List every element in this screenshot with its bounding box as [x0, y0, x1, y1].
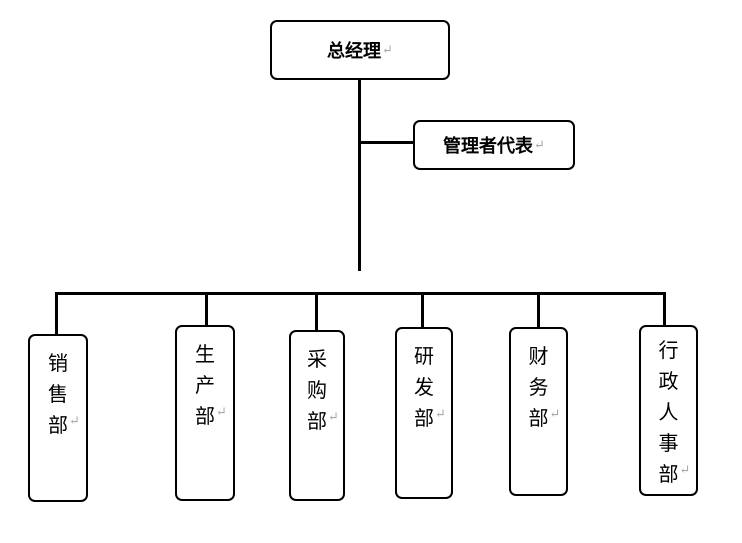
department-char: 部 [48, 413, 68, 437]
department-box-admin-hr: 行 政 人 事 部↵ [639, 325, 698, 496]
department-char: 政 [658, 369, 679, 393]
department-box-purchasing: 采 购 部↵ [289, 330, 345, 501]
department-char: 研 [414, 344, 434, 368]
rep-connector-line [361, 141, 413, 144]
department-char: 售 [48, 382, 68, 406]
paragraph-mark-icon: ↵ [328, 410, 339, 425]
department-box-sales: 销 售 部↵ [28, 334, 88, 502]
department-char: 购 [307, 378, 327, 402]
paragraph-mark-icon: ↵ [69, 414, 80, 429]
drop-line-rnd [421, 295, 424, 327]
department-char: 部 [658, 462, 679, 486]
paragraph-mark-icon: ↵ [534, 137, 545, 153]
department-char: 采 [307, 347, 327, 371]
department-char: 部 [414, 406, 434, 430]
department-char: 财 [528, 344, 549, 368]
department-char: 部 [307, 409, 327, 433]
drop-line-admin-hr [663, 292, 666, 325]
drop-line-sales [55, 292, 58, 334]
drop-line-finance [537, 295, 540, 327]
drop-line-purchasing [315, 295, 318, 330]
general-manager-box: 总经理↵ [270, 20, 450, 80]
department-bus-line [55, 292, 666, 295]
paragraph-mark-icon: ↵ [679, 463, 691, 478]
department-box-rnd: 研 发 部↵ [395, 327, 453, 499]
department-char: 生 [195, 342, 215, 366]
department-char: 人 [658, 400, 679, 424]
paragraph-mark-icon: ↵ [549, 407, 561, 422]
management-representative-box: 管理者代表↵ [413, 120, 575, 170]
paragraph-mark-icon: ↵ [435, 407, 446, 422]
department-char: 销 [48, 351, 68, 375]
department-char: 行 [658, 338, 679, 362]
paragraph-mark-icon: ↵ [382, 42, 393, 58]
trunk-line [358, 80, 361, 271]
department-char: 务 [528, 375, 549, 399]
paragraph-mark-icon: ↵ [216, 405, 227, 420]
drop-line-production [205, 295, 208, 325]
department-box-finance: 财 务 部↵ [509, 327, 568, 496]
department-char: 产 [195, 373, 215, 397]
department-box-production: 生 产 部↵ [175, 325, 235, 501]
general-manager-label: 总经理 [327, 41, 382, 62]
department-char: 发 [414, 375, 434, 399]
management-representative-label: 管理者代表 [443, 136, 534, 157]
department-char: 部 [195, 404, 215, 428]
department-char: 部 [528, 406, 549, 430]
department-char: 事 [658, 431, 679, 455]
